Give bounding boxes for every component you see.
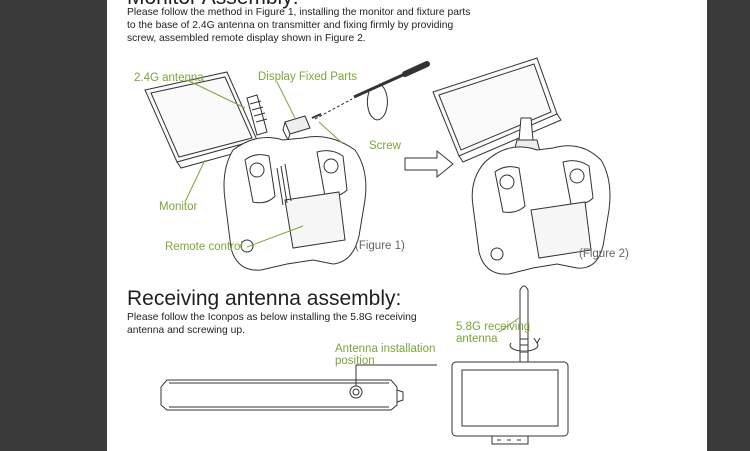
figure2-caption: (Figure 2): [579, 248, 629, 260]
label-monitor: Monitor: [159, 201, 198, 213]
figure2-drawing: [433, 58, 610, 274]
section-paragraph-receiving-antenna: Please follow the Iconpos as below insta…: [127, 312, 457, 338]
display-fixed-parts-drawing: [285, 116, 310, 134]
figure1-drawing: [145, 64, 427, 270]
label-line: antenna: [456, 333, 498, 345]
manual-page: Monitor Assembly: Please follow the meth…: [107, 0, 707, 451]
label-24g-antenna: 2.4G antenna: [134, 72, 204, 84]
paragraph-line: Please follow the Iconpos as below insta…: [127, 312, 417, 323]
assembly-illustrations: [107, 0, 707, 451]
section-paragraph-monitor-assembly: Please follow the method in Figure 1, in…: [127, 7, 471, 45]
label-remote-control: Remote control: [165, 241, 243, 253]
label-screw: Screw: [369, 140, 401, 152]
figure1-caption: (Figure 1): [355, 240, 405, 252]
monitor-front-view-drawing: [452, 286, 568, 444]
paragraph-line: antenna and screwing up.: [127, 324, 245, 336]
section-heading-monitor-assembly: Monitor Assembly:: [127, 0, 299, 10]
label-line: Antenna installation: [335, 343, 436, 355]
assembled-monitor-drawing: [433, 58, 557, 156]
paragraph-line: Please follow the method in Figure 1, in…: [127, 7, 471, 18]
screwdriver-drawing: [354, 74, 405, 97]
paragraph-line: screw, assembled remote display shown in…: [127, 32, 366, 44]
label-display-fixed-parts: Display Fixed Parts: [258, 71, 358, 83]
screw-drawing: [312, 114, 321, 118]
assembly-arrow: [405, 151, 453, 177]
antenna-58g-drawing: [520, 286, 528, 352]
paragraph-line: to the base of 2.4G antenna on transmitt…: [127, 19, 454, 31]
label-58g-receiving-antenna: 5.8G receiving antenna: [456, 321, 530, 345]
label-line: 5.8G receiving: [456, 321, 531, 333]
section-heading-receiving-antenna: Receiving antenna assembly:: [127, 287, 402, 310]
monitor-side-view-drawing: [161, 365, 437, 410]
label-antenna-installation-position: Antenna installation position: [335, 343, 435, 367]
label-line: position: [335, 355, 375, 367]
